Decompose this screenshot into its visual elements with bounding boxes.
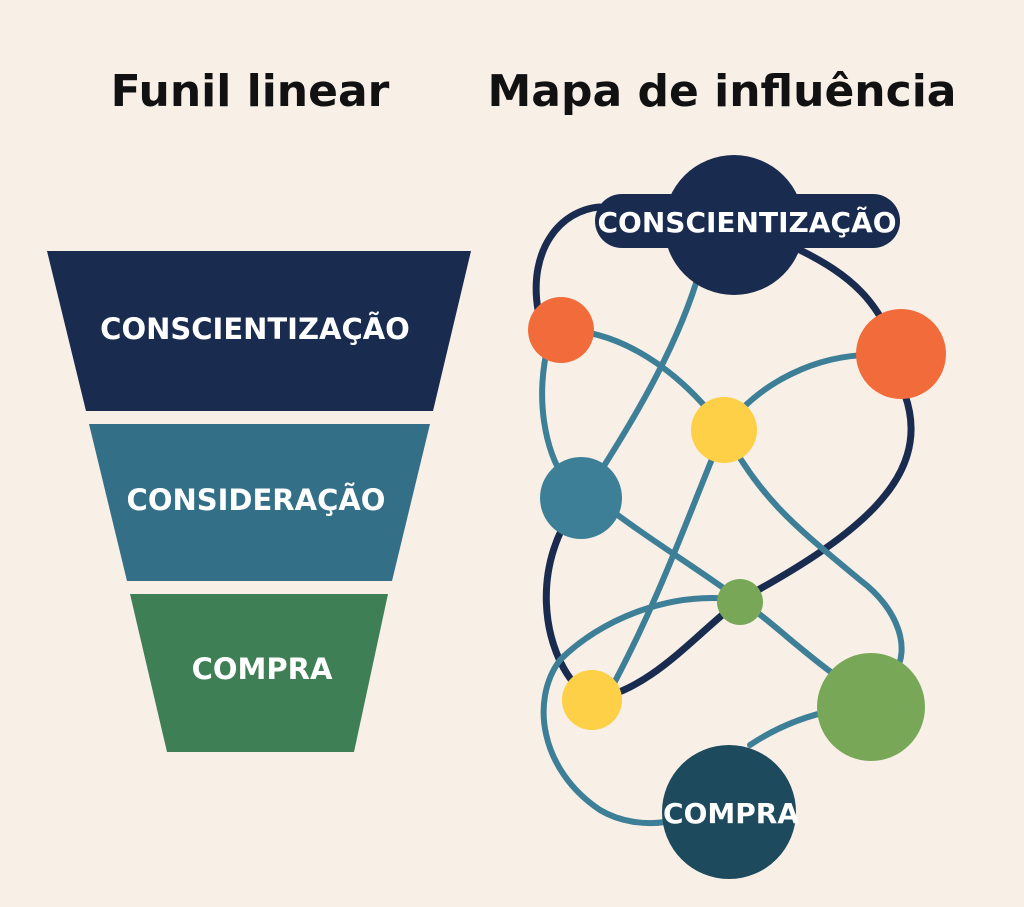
funnel-stage-consideration: [89, 424, 430, 581]
connection-line: [736, 391, 915, 604]
large-green-node: [817, 653, 925, 761]
yellow-node-center: [691, 397, 757, 463]
orange-node-right: [856, 309, 946, 399]
orange-node-left: [528, 297, 594, 363]
purchase-node: [662, 745, 796, 879]
teal-node: [540, 457, 622, 539]
funnel-stage-consideration-label: CONSIDERAÇÃO: [127, 483, 386, 517]
linear-funnel: CONSCIENTIZAÇÃO CONSIDERAÇÃO COMPRA: [47, 251, 471, 752]
funnel-stage-awareness: [47, 251, 471, 411]
funnel-stage-purchase: [130, 594, 388, 752]
connection-line: [540, 595, 743, 827]
influence-map: CONSCIENTIZAÇÃO COMPRA: [528, 155, 946, 879]
connection-line: [721, 427, 905, 675]
influence-map-title: Mapa de influência: [487, 66, 956, 117]
connection-line: [608, 507, 743, 603]
small-green-node: [717, 579, 763, 625]
awareness-node-label: CONSCIENTIZAÇÃO: [598, 205, 897, 239]
purchase-node-label: COMPRA: [663, 797, 799, 830]
yellow-node-bottom: [562, 670, 622, 730]
connection-line: [539, 342, 568, 483]
connection-line: [592, 267, 703, 483]
connection-line: [532, 203, 604, 314]
connection-line: [602, 427, 727, 703]
funnel-stage-awareness-label: CONSCIENTIZAÇÃO: [100, 312, 410, 346]
awareness-label-pill: [595, 194, 900, 248]
funnel-stage-purchase-label: COMPRA: [192, 652, 333, 686]
funnel-title: Funil linear: [111, 66, 390, 117]
